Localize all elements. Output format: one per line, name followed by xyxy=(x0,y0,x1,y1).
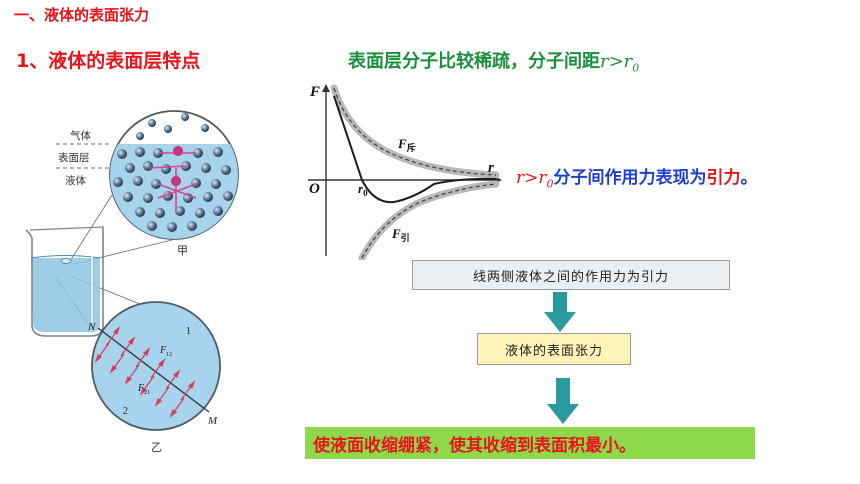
x-axis-label: r xyxy=(488,160,494,176)
down-arrow-icon xyxy=(544,292,576,332)
f21-label: F21 xyxy=(137,383,150,396)
repulsion-label: F斥 xyxy=(397,136,416,153)
flow-step-attraction: 线两侧液体之间的作用力为引力 xyxy=(412,260,730,290)
line-mn xyxy=(97,327,210,413)
bottom-magnified-circle: N M 1 2 F12 F21 xyxy=(87,301,221,431)
force-symbol: r>r xyxy=(516,168,547,188)
repulsion-curve xyxy=(333,87,497,176)
force-note-text: 分子间作用力表现为 xyxy=(553,168,707,188)
surface-layer-note-text: 表面层分子比较稀疏，分子间距 xyxy=(348,51,600,72)
region-2-label: 2 xyxy=(123,406,128,417)
attraction-label: F引 xyxy=(391,226,410,243)
force-note: r>r0分子间作用力表现为引力。 xyxy=(516,163,758,190)
r0-label: r0 xyxy=(358,181,368,198)
f12-label: F12 xyxy=(159,345,172,358)
label-n: N xyxy=(87,321,96,333)
beaker xyxy=(25,226,105,337)
resultant-curve xyxy=(333,95,497,204)
conclusion-banner: 使液面收缩绷紧，使其收缩到表面积最小。 xyxy=(305,427,755,459)
label-m: M xyxy=(207,415,218,427)
y-axis-arrow xyxy=(322,84,330,92)
section-title: 一、液体的表面张力 xyxy=(14,6,150,24)
force-subscript: 0 xyxy=(546,177,554,191)
distance-symbol: r>r xyxy=(600,51,633,72)
attraction-band xyxy=(358,180,500,260)
attraction-curve xyxy=(361,183,497,259)
region-1-label: 1 xyxy=(186,326,191,337)
force-highlight: 引力 xyxy=(706,168,741,188)
sub-title: 1、液体的表面层特点 xyxy=(16,50,201,72)
force-note-end: 。 xyxy=(740,168,758,188)
down-arrow-icon xyxy=(547,378,579,424)
flow-step-surface-tension: 液体的表面张力 xyxy=(477,333,631,365)
liquid-label: 液体 xyxy=(65,174,86,187)
top-magnified-circle xyxy=(109,110,239,240)
gas-label: 气体 xyxy=(70,129,91,142)
origin-label: O xyxy=(309,181,320,197)
surface-layer-label: 表面层 xyxy=(58,151,90,164)
y-axis-label: F xyxy=(309,84,320,100)
surface-layer-note: 表面层分子比较稀疏，分子间距r>r0 xyxy=(348,47,639,75)
figure-b-label: 乙 xyxy=(151,441,162,454)
surface-layer-diagram: 气体 表面层 液体 甲 N M 1 2 F12 F21 乙 xyxy=(25,110,239,454)
force-distance-graph: F r O r0 F斥 F引 xyxy=(308,84,502,260)
figure-a-label: 甲 xyxy=(177,244,188,257)
distance-subscript: 0 xyxy=(632,61,640,75)
